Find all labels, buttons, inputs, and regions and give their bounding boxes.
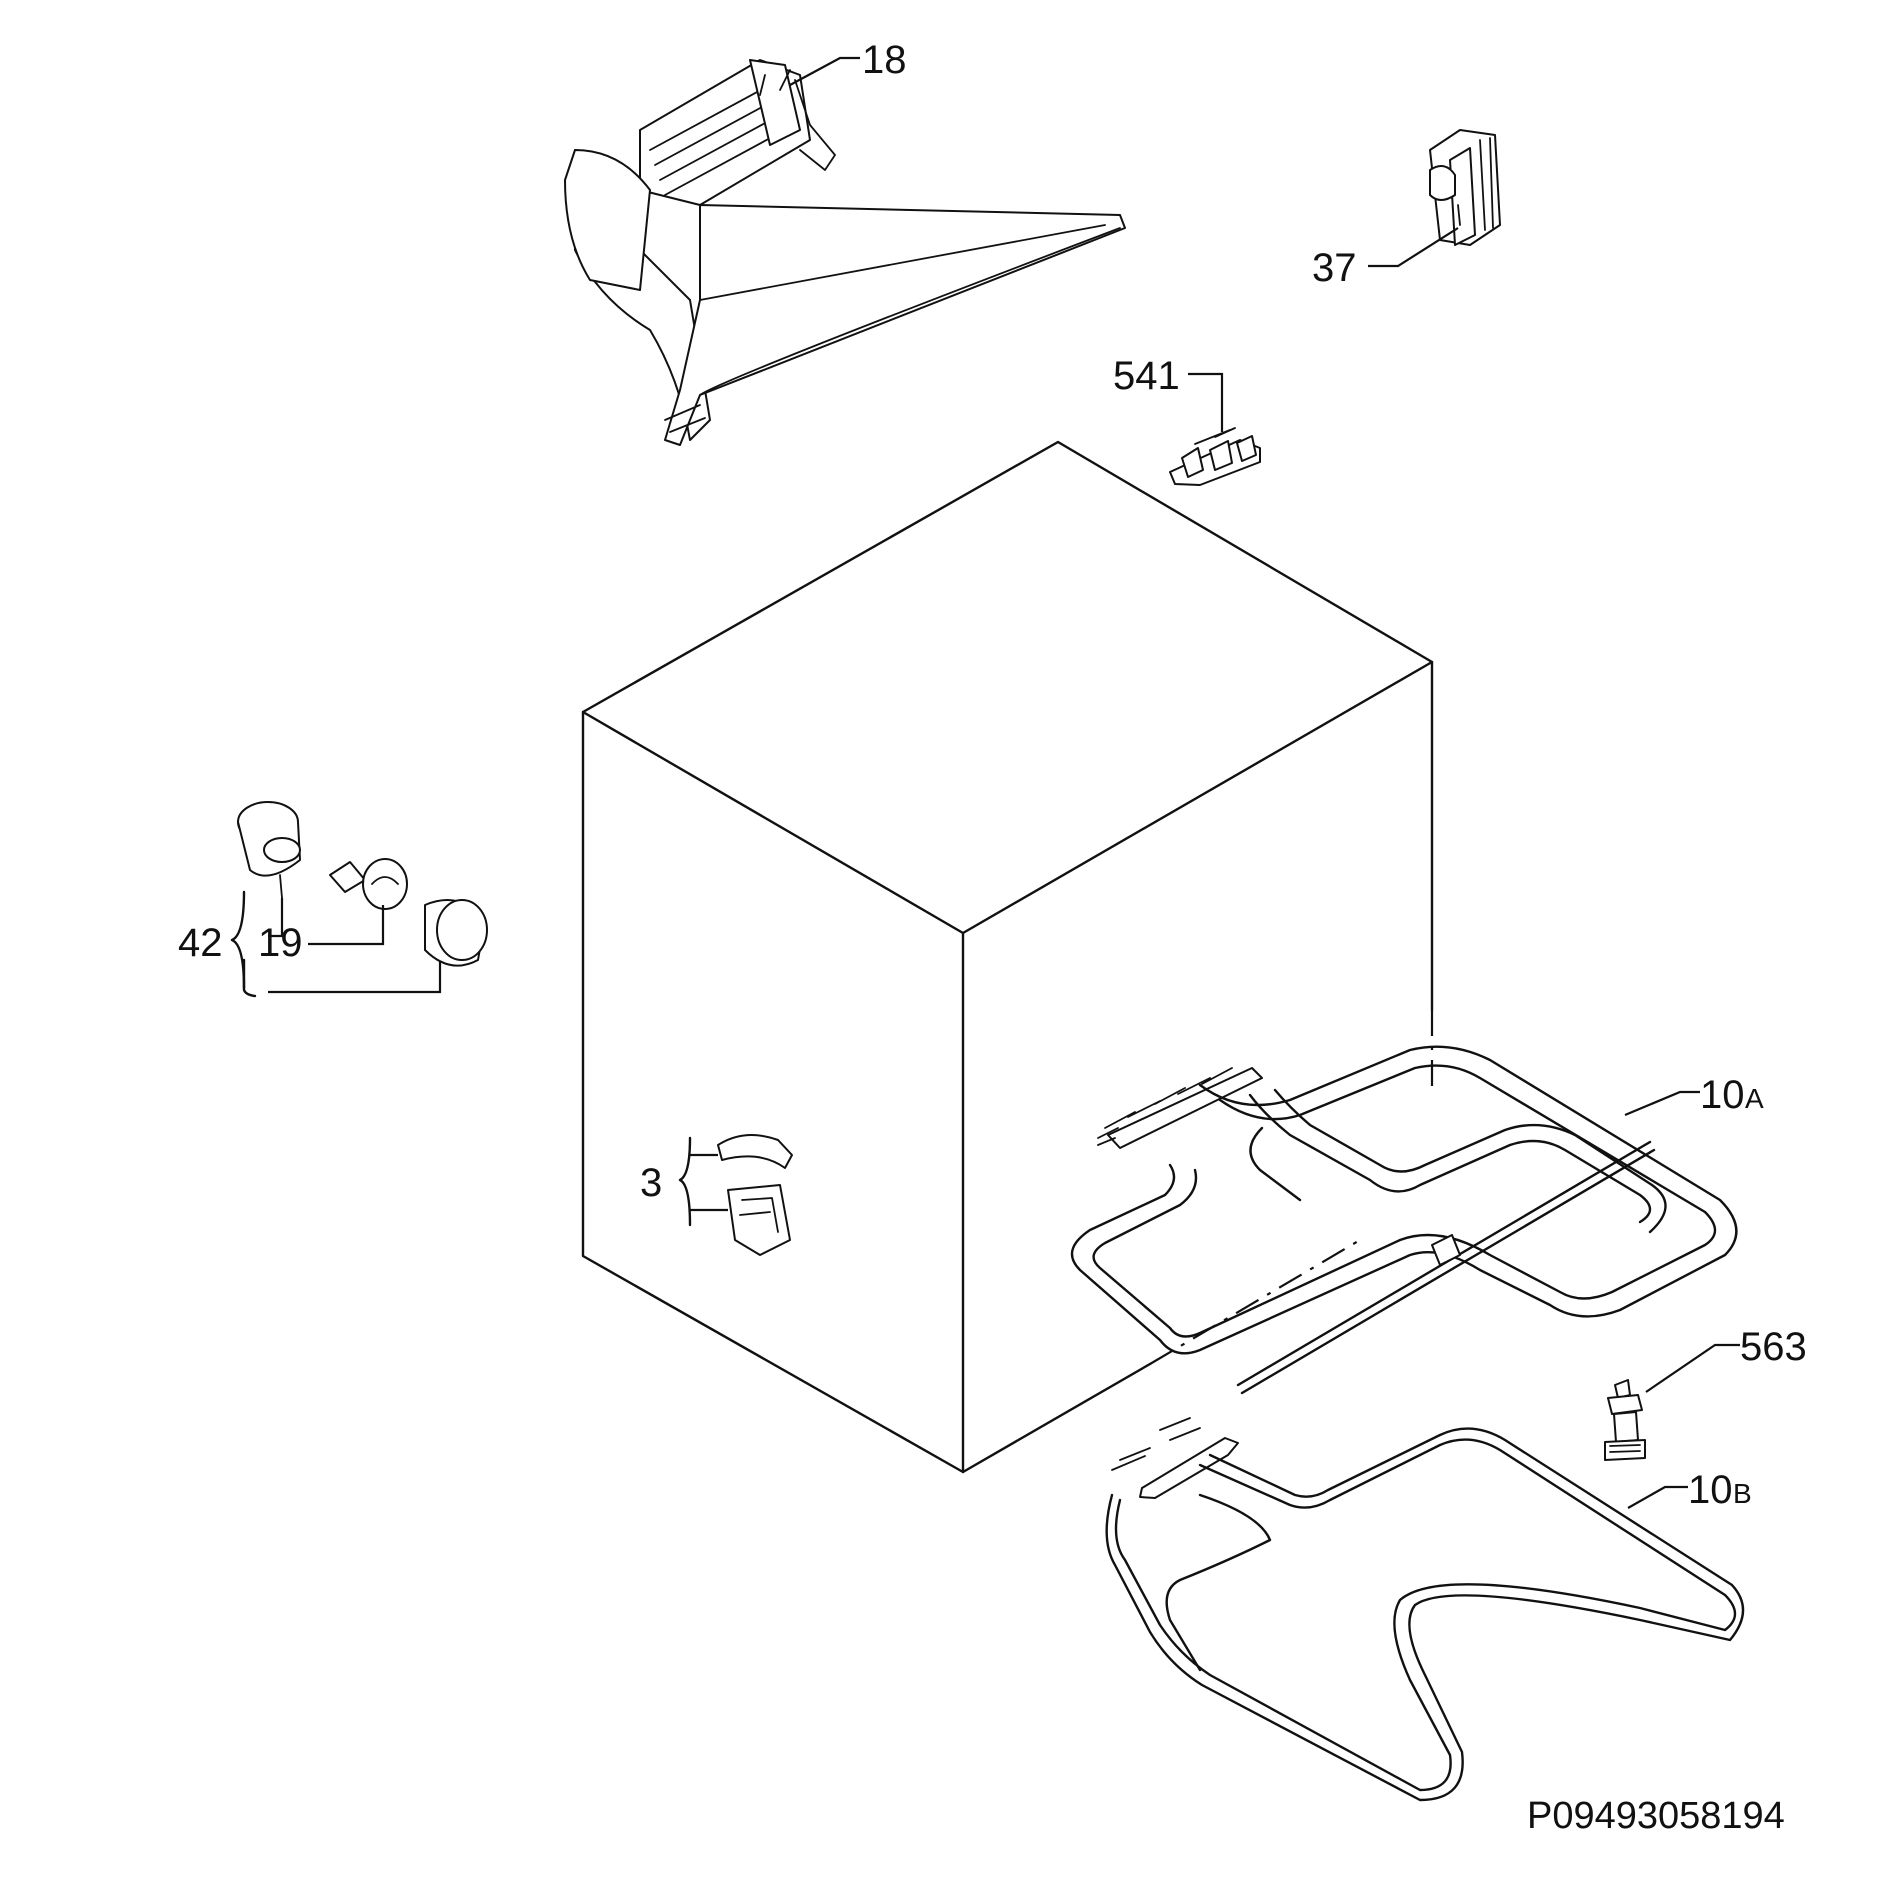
label-18: 18 xyxy=(862,38,907,82)
lamp-socket-part xyxy=(237,801,301,899)
lamp-bulb-part xyxy=(329,858,408,910)
lamp-cover-part xyxy=(424,899,488,967)
fan-duct-part xyxy=(564,59,1126,446)
sensor-part xyxy=(1604,1379,1646,1461)
label-10b: 10 xyxy=(1688,1468,1733,1512)
clip-part xyxy=(1429,129,1501,246)
top-element-callout: 10 A xyxy=(1624,1073,1764,1117)
label-10: 10 xyxy=(1700,1073,1745,1117)
lamp-callout: 42 19 xyxy=(178,890,442,998)
oven-cavity xyxy=(581,440,1434,1474)
label-10b-suffix: B xyxy=(1733,1478,1752,1509)
drawing-code: P09493058194 xyxy=(1527,1795,1785,1837)
terminal-callout: 541 xyxy=(1113,354,1224,432)
bottom-heating-element xyxy=(1105,1417,1745,1802)
fan-duct-callout: 18 xyxy=(789,38,907,86)
bottom-element-callout: 10 B xyxy=(1627,1468,1752,1512)
label-3: 3 xyxy=(640,1161,662,1205)
label-42: 42 xyxy=(178,921,223,965)
hinge-part xyxy=(717,1134,793,1256)
terminal-part xyxy=(1169,427,1261,486)
label-10-suffix: A xyxy=(1745,1083,1764,1114)
label-37: 37 xyxy=(1312,246,1357,290)
sensor-callout: 563 xyxy=(1645,1325,1807,1393)
label-563: 563 xyxy=(1740,1325,1807,1369)
clip-callout: 37 xyxy=(1312,227,1459,290)
label-19: 19 xyxy=(258,921,303,965)
top-heating-element xyxy=(1070,1045,1738,1395)
label-541: 541 xyxy=(1113,354,1180,398)
hinge-callout: 3 xyxy=(640,1136,728,1227)
